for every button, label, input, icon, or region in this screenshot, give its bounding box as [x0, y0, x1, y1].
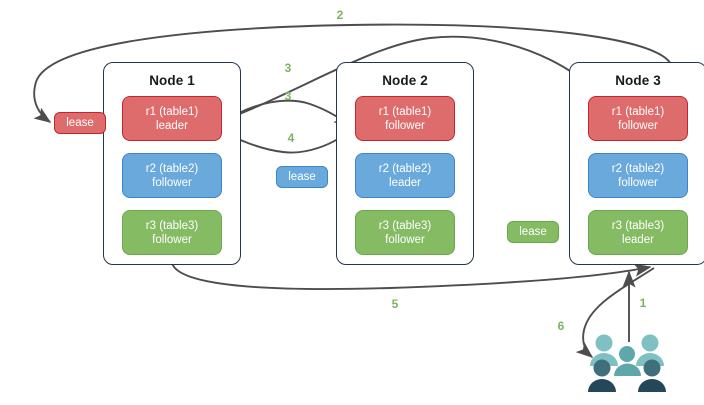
- replica-n3-r3[interactable]: r3 (table3) leader: [588, 210, 688, 255]
- replica-label-line2: follower: [385, 119, 425, 132]
- lease-label: lease: [66, 117, 94, 129]
- step-label-6: 6: [557, 319, 565, 333]
- replica-label-line2: leader: [389, 176, 421, 189]
- lease-label: lease: [288, 171, 316, 183]
- users-icon-middle-person: [614, 346, 641, 376]
- users-icon-front-row: [588, 359, 666, 392]
- replica-label-line2: leader: [156, 119, 188, 132]
- node-2-title: Node 2: [382, 73, 428, 88]
- replica-label-line1: r2 (table2): [611, 162, 665, 175]
- step-label-5: 5: [391, 297, 399, 311]
- replica-label-line1: r1 (table1): [145, 105, 199, 118]
- edge-step-5: [171, 262, 652, 291]
- replica-n3-r2[interactable]: r2 (table2) follower: [588, 153, 688, 198]
- step-label-3-lower: 3: [284, 89, 292, 103]
- node-1-title: Node 1: [149, 73, 195, 88]
- replica-n3-r1[interactable]: r1 (table1) follower: [588, 96, 688, 141]
- replica-n1-r2[interactable]: r2 (table2) follower: [122, 153, 222, 198]
- lease-label: lease: [519, 226, 547, 238]
- lease-pill-r2[interactable]: lease: [276, 166, 328, 188]
- lease-pill-r1[interactable]: lease: [54, 112, 106, 134]
- replica-n2-r1[interactable]: r1 (table1) follower: [355, 96, 455, 141]
- replica-label-line1: r2 (table2): [378, 162, 432, 175]
- node-3-title: Node 3: [615, 73, 661, 88]
- users-icon-back-row: [590, 334, 664, 366]
- replica-label-line2: follower: [152, 176, 192, 189]
- users-icon: [588, 334, 666, 392]
- step-label-3-upper: 3: [284, 61, 292, 75]
- replica-n1-r1[interactable]: r1 (table1) leader: [122, 96, 222, 141]
- replica-label-line1: r1 (table1): [378, 105, 432, 118]
- step-label-2: 2: [336, 8, 344, 22]
- replica-label-line1: r3 (table3): [611, 219, 665, 232]
- step-label-4: 4: [287, 131, 295, 145]
- replica-label-line1: r1 (table1): [611, 105, 665, 118]
- replica-n1-r3[interactable]: r3 (table3) follower: [122, 210, 222, 255]
- replica-label-line1: r3 (table3): [378, 219, 432, 232]
- step-label-1: 1: [639, 296, 647, 310]
- replica-label-line2: follower: [152, 233, 192, 246]
- lease-pill-r3[interactable]: lease: [507, 221, 559, 243]
- replica-label-line1: r2 (table2): [145, 162, 199, 175]
- replica-label-line2: follower: [618, 176, 658, 189]
- replica-n2-r2[interactable]: r2 (table2) leader: [355, 153, 455, 198]
- replica-label-line2: leader: [622, 233, 654, 246]
- replica-label-line2: follower: [385, 233, 425, 246]
- replica-label-line2: follower: [618, 119, 658, 132]
- replica-label-line1: r3 (table3): [145, 219, 199, 232]
- replica-n2-r3[interactable]: r3 (table3) follower: [355, 210, 455, 255]
